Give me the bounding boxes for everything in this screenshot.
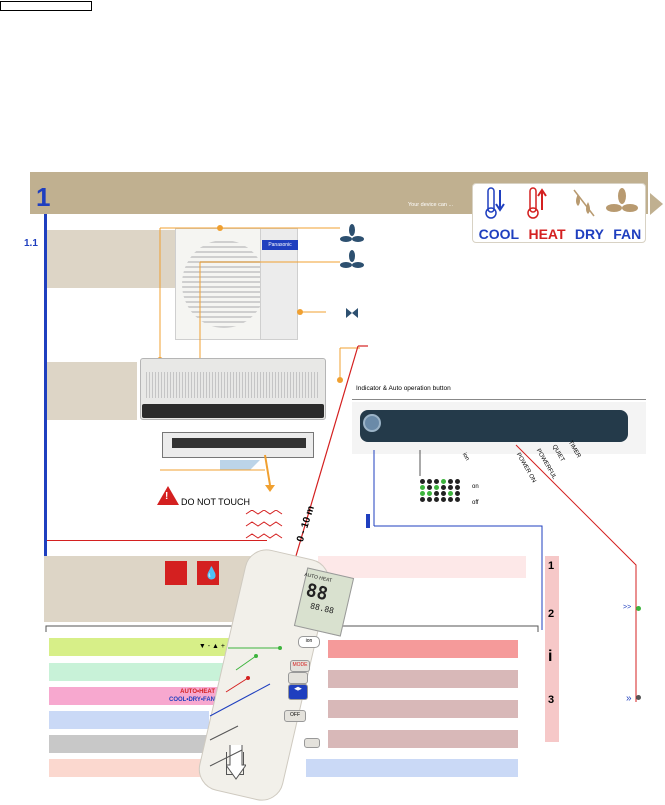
side-dot-2 [636, 695, 641, 700]
thermometer-cool-icon [485, 187, 505, 219]
side-number-3: 3 [548, 694, 555, 706]
droplet-icon: 💧 [204, 566, 219, 580]
indicator-marker [366, 514, 370, 528]
remote-display-value: 88 [303, 579, 330, 606]
auto-operation-button[interactable] [363, 414, 381, 432]
remote-mode-button[interactable]: MODE [290, 660, 310, 672]
peach-bar [49, 759, 204, 777]
warning-triangle-icon [157, 486, 179, 505]
valve-icon [346, 308, 358, 318]
remote-quiet-button[interactable] [304, 738, 320, 748]
temp-bar: ▼ - ▲ + [49, 638, 229, 656]
section-rail [44, 214, 47, 556]
header-tagline: Your device can ... [408, 202, 454, 208]
grey-bar [49, 735, 209, 753]
louver-opening [172, 438, 306, 448]
indicator-title: Indicator & Auto operation button [356, 385, 451, 392]
heat-mode-square [165, 561, 187, 585]
remote-connector-lines [209, 646, 282, 767]
mode-label-dry: DRY [574, 226, 604, 242]
side-arrow-1: >> [623, 604, 632, 611]
blue-bar [49, 711, 209, 729]
right-bar-4 [328, 730, 518, 748]
red-divider [47, 540, 267, 541]
mode-label-cool: COOL [478, 226, 520, 242]
indoor-front-bar [142, 404, 324, 418]
warning-exclamation-icon: ! [165, 491, 169, 502]
info-icon: i [548, 648, 553, 665]
remote-off-button[interactable]: OFF [284, 710, 306, 722]
mode-bar: AUTO•HEAT COOL•DRY•FAN [49, 687, 219, 705]
remote-info-panel [318, 556, 526, 578]
off-label: off [472, 500, 479, 506]
mode-label-heat: HEAT [528, 226, 566, 242]
outdoor-symbols [340, 224, 364, 318]
thermometer-heat-icon [527, 187, 547, 219]
side-dot-1 [636, 606, 641, 611]
mode-line-1: AUTO•HEAT [180, 689, 215, 695]
fan-icon [606, 188, 638, 212]
top-frame-box [0, 1, 92, 11]
droplets-icon [573, 189, 595, 217]
right-bar-2 [328, 670, 518, 688]
side-arrow-2: » [626, 693, 632, 704]
remote-swing-button[interactable]: ◀▶ [288, 684, 308, 700]
indicator-strip [360, 410, 628, 442]
indicator-dot-matrix [420, 479, 460, 503]
indicator-divider [352, 399, 646, 400]
right-bar-5 [306, 759, 518, 777]
right-bar-3 [328, 700, 518, 718]
subsection-number: 1.1 [24, 238, 38, 249]
fan-icon [340, 224, 364, 242]
outdoor-fan-grill [182, 240, 266, 328]
warning-text: DO NOT TOUCH [181, 497, 251, 507]
dry-mode-square [197, 561, 219, 585]
airflow-arrows [160, 454, 275, 492]
on-label: on [472, 484, 479, 490]
section-number: 1 [36, 182, 51, 212]
indoor-caption-panel [47, 362, 137, 420]
side-number-1: 1 [548, 560, 555, 572]
mode-line-2: COOL•DRY•FAN [169, 697, 215, 703]
remote-ion-button[interactable]: ion [298, 636, 320, 648]
remote-fan-button[interactable] [288, 672, 308, 684]
side-number-strip [545, 556, 559, 742]
mode-label-fan: FAN [613, 226, 642, 242]
insert-arrow-icon [226, 745, 246, 780]
outdoor-caption-panel [47, 230, 175, 288]
temp-arrows: ▼ - ▲ + [198, 643, 225, 650]
next-arrow-icon[interactable] [650, 193, 663, 215]
heat-waves-icon [245, 510, 283, 539]
mode-icons [485, 187, 638, 219]
brand-logo: Panasonic [262, 240, 298, 250]
fan-icon [340, 250, 364, 268]
bracket-line [45, 625, 539, 632]
indicator-leaders [373, 444, 637, 702]
indoor-grill [146, 372, 320, 398]
mode-labels: COOL HEAT DRY FAN [474, 226, 646, 242]
ion-bar [328, 640, 518, 658]
side-number-2: 2 [548, 608, 555, 620]
fan-speed-bar [49, 663, 234, 681]
